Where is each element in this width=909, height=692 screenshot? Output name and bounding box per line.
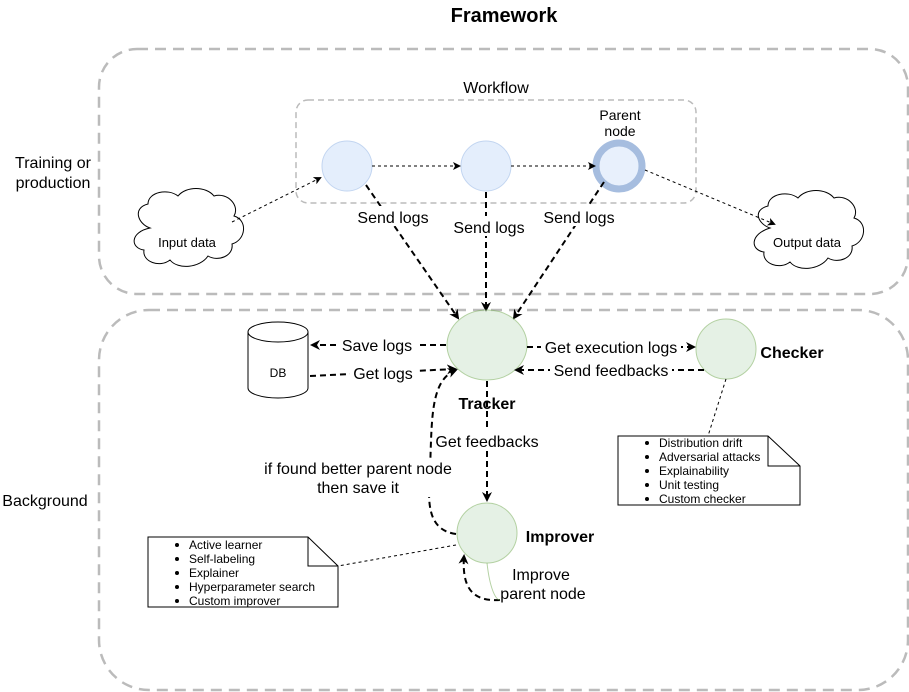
- bullet-icon: [645, 455, 649, 459]
- note-list-item: Self-labeling: [189, 552, 255, 566]
- parent-node-label-line2: node: [604, 123, 635, 139]
- improver-note: [147, 536, 339, 608]
- parent-node[interactable]: [592, 139, 646, 193]
- workflow-label: Workflow: [463, 80, 529, 97]
- tracker-node[interactable]: [446, 309, 528, 381]
- note-list-item: Distribution drift: [659, 436, 743, 450]
- workflow-node-2[interactable]: [460, 140, 512, 192]
- parent-node-label-line1: Parent: [599, 107, 640, 123]
- save-logs-label: Save logs: [342, 338, 412, 355]
- checker-note-connector: [707, 378, 727, 437]
- found-better-label-line1: if found better parent node: [264, 461, 452, 478]
- output-data-label: Output data: [773, 235, 842, 250]
- edge-save-better-parent: [428, 368, 458, 535]
- get-execution-logs-label: Get execution logs: [545, 340, 678, 357]
- edge-input-node1: [231, 177, 322, 223]
- note-list-item: Adversarial attacks: [659, 450, 760, 464]
- checker-label: Checker: [760, 345, 823, 362]
- db-label: DB: [270, 366, 287, 380]
- bullet-icon: [175, 585, 179, 589]
- edge-send-logs-3: [512, 181, 605, 320]
- bullet-icon: [645, 441, 649, 445]
- diagram-title: Framework: [451, 5, 559, 27]
- improver-node[interactable]: [456, 502, 518, 564]
- note-list-item: Hyperparameter search: [189, 580, 315, 594]
- found-better-label-line2: then save it: [317, 480, 399, 497]
- get-logs-label: Get logs: [353, 366, 413, 383]
- workflow-node-1[interactable]: [321, 140, 373, 192]
- send-logs-label-3: Send logs: [543, 210, 614, 227]
- checker-note: [617, 435, 801, 506]
- send-logs-label-1: Send logs: [357, 210, 428, 227]
- improver-note-list: Active learnerSelf-labelingExplainerHype…: [175, 538, 315, 608]
- background-section-box: [97, 308, 909, 692]
- training-label-line1: Training or: [15, 155, 92, 172]
- note-list-item: Active learner: [189, 538, 262, 552]
- output-data-cloud: [753, 190, 864, 269]
- get-feedbacks-label: Get feedbacks: [435, 434, 538, 451]
- bullet-icon: [175, 557, 179, 561]
- send-feedbacks-label: Send feedbacks: [554, 363, 669, 380]
- edge-improve-parent: [458, 554, 501, 602]
- bullet-icon: [645, 497, 649, 501]
- note-list-item: Explainer: [189, 566, 239, 580]
- send-logs-label-2: Send logs: [453, 220, 524, 237]
- edge-parent-output: [644, 169, 776, 226]
- input-data-cloud: [133, 188, 244, 267]
- checker-node[interactable]: [695, 318, 757, 380]
- improver-note-connector: [337, 544, 457, 567]
- db-cylinder: [247, 321, 309, 399]
- bullet-icon: [175, 599, 179, 603]
- improve-label-line2: parent node: [500, 586, 586, 603]
- note-list-item: Unit testing: [659, 478, 719, 492]
- note-list-item: Custom checker: [659, 492, 746, 506]
- improve-label-line1: Improve: [512, 567, 570, 584]
- note-list-item: Custom improver: [189, 594, 280, 608]
- bullet-icon: [645, 483, 649, 487]
- bullet-icon: [175, 571, 179, 575]
- training-label-line2: production: [16, 175, 91, 192]
- training-section-box: [97, 47, 909, 296]
- bullet-icon: [175, 543, 179, 547]
- bullet-icon: [645, 469, 649, 473]
- workflow-box: [295, 99, 697, 204]
- input-data-label: Input data: [158, 235, 217, 250]
- improver-label: Improver: [526, 529, 594, 546]
- note-list-item: Explainability: [659, 464, 729, 478]
- edge-send-logs-1: [365, 184, 460, 320]
- background-label: Background: [2, 493, 87, 510]
